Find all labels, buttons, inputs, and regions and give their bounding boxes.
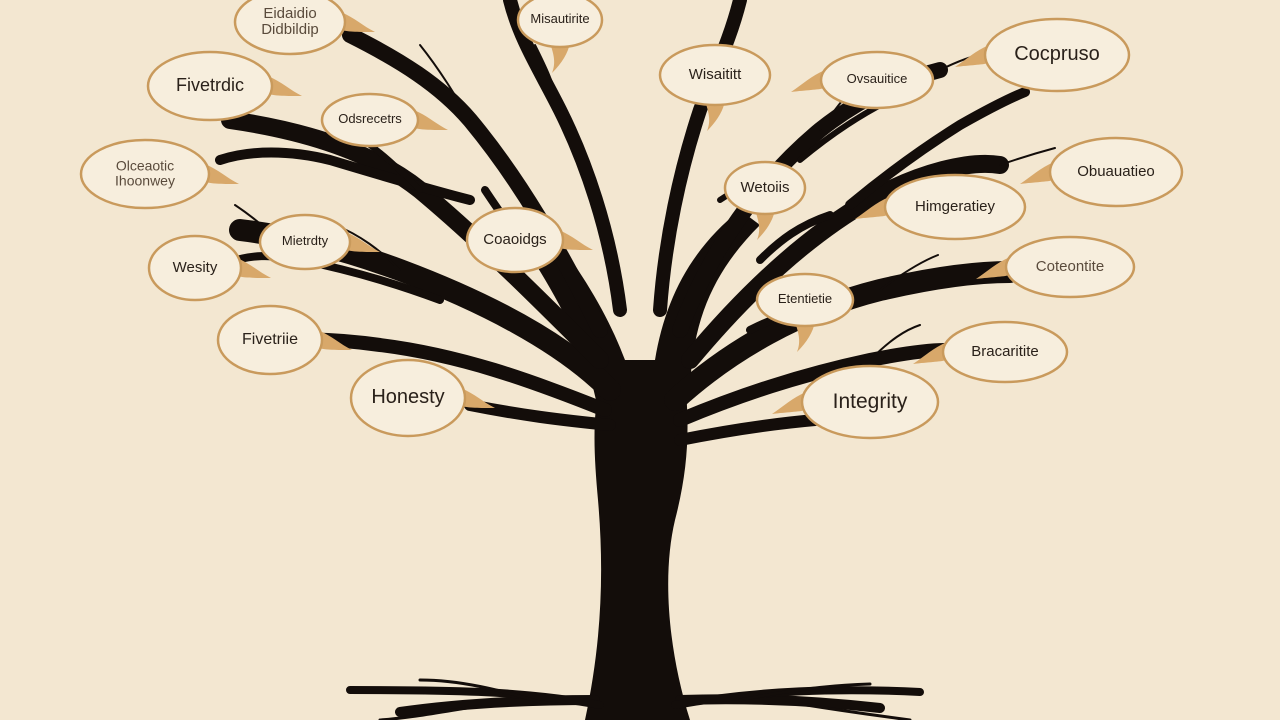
bubble-label: Mietrdty — [282, 233, 329, 248]
branch — [653, 0, 747, 317]
bubble-tail — [461, 388, 495, 408]
bubble-label: Fivetriie — [242, 331, 298, 348]
value-bubble: Etentietie — [755, 272, 855, 352]
bubble-label: Misautirite — [530, 11, 589, 26]
bubble-tail — [855, 197, 889, 219]
branch — [674, 414, 821, 446]
bubble-label: Coteontite — [1036, 258, 1104, 275]
value-bubble: Ovsauitice — [791, 50, 935, 110]
bubble-label: Cocpruso — [1014, 43, 1100, 65]
bubble-shape — [258, 213, 352, 271]
bubble-label: Fivetrdic — [176, 75, 244, 95]
bubble-shape — [800, 364, 940, 440]
bubble-tail — [341, 12, 375, 32]
bubble-label: Odsrecetrs — [338, 111, 402, 126]
bubble-label: Bracaritite — [971, 343, 1039, 360]
value-bubble: Honesty — [349, 358, 495, 438]
bubble-label: Wisaititt — [689, 66, 742, 83]
value-bubble: Obuauatieo — [1020, 136, 1184, 208]
bubble-tail — [772, 392, 806, 414]
bubble-shape — [983, 17, 1131, 93]
bubble-shape — [146, 50, 274, 122]
bubble-shape — [465, 206, 565, 274]
bubble-tail — [955, 45, 989, 67]
bubble-tail — [976, 257, 1010, 279]
bubble-shape — [349, 358, 467, 438]
branch — [664, 261, 1021, 411]
value-bubble: Bracaritite — [913, 320, 1069, 384]
bubble-tail — [795, 322, 815, 352]
bubble-shape — [79, 138, 211, 210]
bubble-shape — [1004, 235, 1136, 299]
bubble-tail — [1020, 162, 1054, 184]
value-bubble: Wetoiis — [723, 160, 807, 240]
branch — [845, 87, 1030, 210]
bubble-shape — [320, 92, 420, 148]
value-bubble: Coaoidgs — [465, 206, 593, 274]
bubble-tail — [755, 210, 775, 240]
value-bubble: Fivetrdic — [146, 50, 302, 122]
bubble-tail — [318, 330, 352, 350]
branch — [681, 154, 1009, 369]
bubble-label: Etentietie — [778, 291, 832, 306]
bubble-shape — [819, 50, 935, 110]
bubble-shape — [1048, 136, 1184, 208]
bubble-tail — [791, 70, 825, 92]
bubble-shape — [516, 0, 604, 49]
bubble-tail — [346, 232, 380, 252]
bubble-shape — [883, 173, 1027, 241]
bubble-label: Himgeratiey — [915, 198, 996, 215]
bubble-label: Coaoidgs — [483, 231, 546, 248]
bubble-shape — [941, 320, 1069, 384]
bubble-tail — [205, 164, 239, 184]
value-bubble: Misautirite — [516, 0, 604, 73]
value-bubble: Fivetriie — [216, 304, 352, 376]
bubble-tail — [559, 230, 593, 250]
bubble-tail — [550, 43, 570, 73]
bubble-shape — [147, 234, 243, 302]
bubble-label: Integrity — [833, 390, 908, 413]
bubble-label: Wesity — [173, 259, 218, 276]
roots — [346, 678, 924, 720]
branch — [342, 27, 608, 338]
value-bubble: Integrity — [772, 364, 940, 440]
bubble-tail — [913, 342, 947, 364]
bubble-label: Obuauatieo — [1077, 163, 1155, 180]
value-bubble: Odsrecetrs — [320, 92, 448, 148]
bubble-shape — [755, 272, 855, 328]
branch — [673, 343, 952, 427]
value-bubble: Wesity — [147, 234, 271, 302]
bubble-label: Ovsauitice — [847, 71, 908, 86]
bubble-tail — [705, 101, 725, 131]
bubble-shape — [658, 43, 772, 107]
value-bubble: Mietrdty — [258, 213, 380, 271]
branch — [215, 147, 475, 205]
bubble-shape — [216, 304, 324, 376]
value-bubble: Coteontite — [976, 235, 1136, 299]
branch — [464, 399, 616, 431]
branch — [756, 211, 834, 264]
bubble-tail — [268, 76, 302, 96]
bubble-tail — [414, 110, 448, 130]
bubble-tail — [237, 258, 271, 278]
bubble-shape — [233, 0, 347, 56]
bubble-shape — [723, 160, 807, 216]
bubble-label: Honesty — [371, 386, 444, 408]
bubble-label: Wetoiis — [741, 179, 790, 196]
tree-crown-base — [520, 210, 760, 400]
value-bubble: Cocpruso — [955, 17, 1131, 93]
value-bubble: Wisaititt — [658, 43, 772, 131]
value-bubble: Himgeratiey — [855, 173, 1027, 241]
branch — [503, 0, 627, 317]
tree-trunk — [585, 380, 690, 720]
